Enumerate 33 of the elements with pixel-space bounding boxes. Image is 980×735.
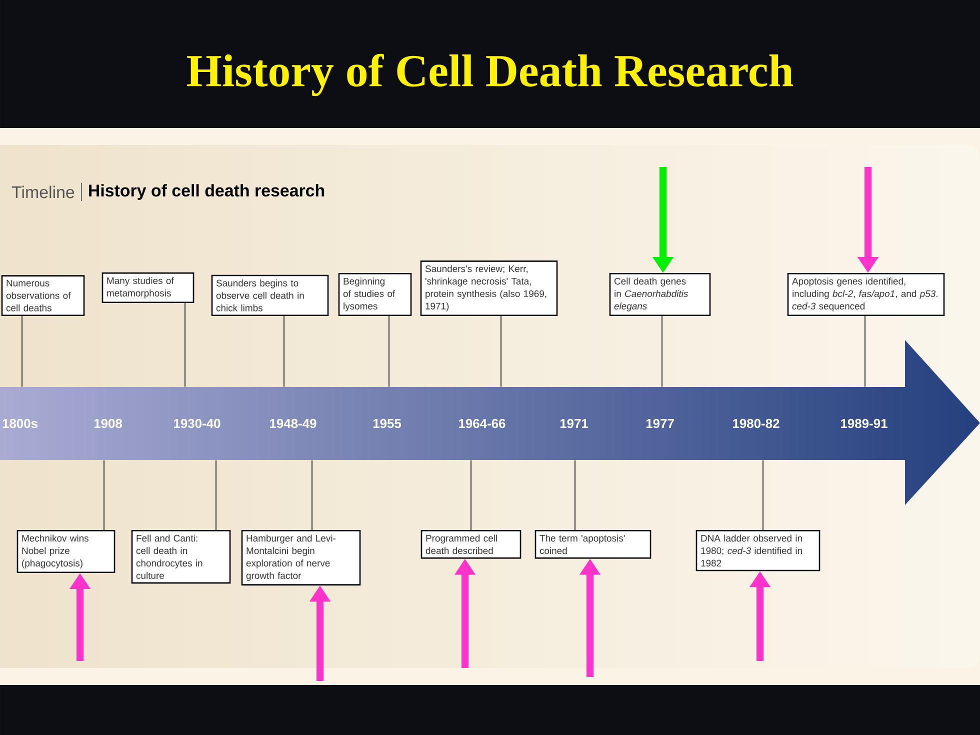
event-box: DNA ladder observed in 1980; ced-3 identified in 1982 [696,530,820,572]
slide-title: History of Cell Death Research [187,54,794,96]
connector-line [864,316,866,388]
event-box: Many studies of metamorphosis [102,272,194,303]
event-box: Beginning of studies of lysomes [338,272,412,316]
connector-line [574,460,576,530]
event-box: Hamburger and Levi-Montalcini begin exploration of nerve growth factor [241,530,361,586]
event-box: Cell death genes in Caenorhabditis elegans [609,272,711,316]
event-box: The term 'apoptosis' coined [534,530,652,559]
year-label: 1955 [373,418,402,428]
year-label: 1930-40 [174,418,220,428]
year-label: 1908 [94,418,122,428]
panel-heading: History of cell death research [89,184,324,200]
timeline-label: Timeline [12,186,74,198]
event-box: Apoptosis genes identified, including bcl-2, fas/apo1, and p53. ced-3 sequenced [787,272,945,316]
connector-line [762,460,764,530]
connector-line [470,460,472,530]
year-label: 1980-82 [733,418,780,428]
event-box: Fell and Canti: cell death in chondrocytes in culture [131,530,231,584]
connector-line [184,302,186,388]
event-box: Numerous observations of cell deaths [1,275,85,316]
year-label: 1964-66 [459,418,506,428]
year-label: 1977 [646,418,674,428]
event-box: Programmed cell death described [420,530,522,559]
year-label: 1948-49 [270,418,316,428]
event-box: Mechnikov wins Nobel prize (phagocytosis) [16,530,116,574]
year-label: 1800s [2,418,38,428]
event-box: Saunders's review; Kerr, 'shrinkage necrosis' Tata, protein synthesis (also 1969, 1971) [420,260,558,316]
year-label: 1971 [560,418,588,428]
year-label: 1989-91 [841,418,888,428]
event-box: Saunders begins to observe cell death in chick limbs [211,274,329,316]
connector-line [388,316,390,388]
connector-line [500,316,502,388]
